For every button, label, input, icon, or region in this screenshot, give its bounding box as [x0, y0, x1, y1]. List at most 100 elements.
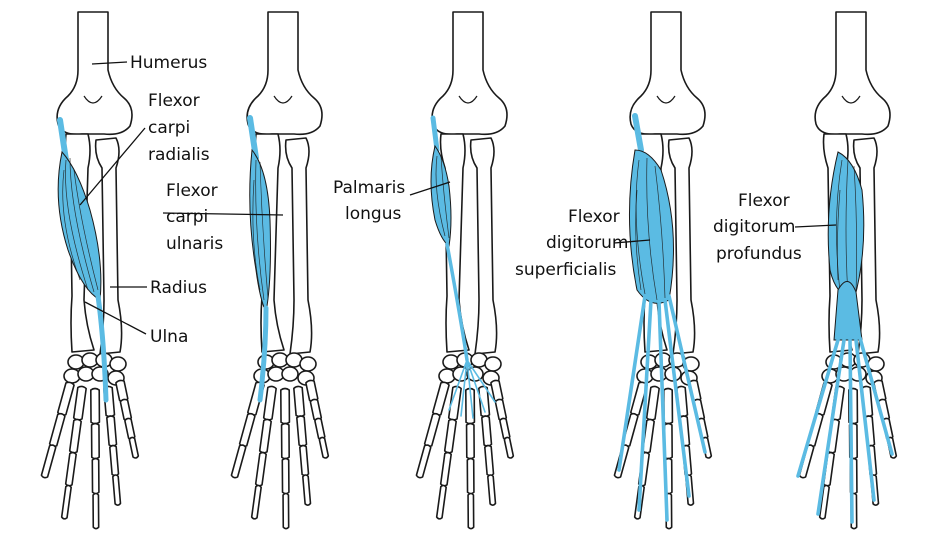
- phalanx-bone: [309, 398, 323, 421]
- hand-bones: [230, 379, 330, 530]
- label-group: Humerus Flexor carpi radialis Flexor car…: [79, 53, 837, 347]
- phalanx-bone: [466, 457, 475, 495]
- muscle-fcr: [57, 117, 109, 403]
- phalanx-bone: [57, 381, 75, 416]
- tendon: [466, 359, 486, 413]
- carpal-bone: [299, 356, 317, 372]
- label-fdp-line3: profundus: [716, 244, 802, 264]
- muscle-fiber: [853, 165, 858, 295]
- tendon: [657, 300, 669, 522]
- tendon: [617, 294, 647, 472]
- tendon: [637, 298, 653, 512]
- phalanx-bone: [299, 444, 310, 477]
- arm-panel-fds: [613, 11, 713, 530]
- tendon: [848, 338, 854, 524]
- phalanx-bone: [92, 492, 100, 530]
- phalanx-bone: [645, 385, 660, 421]
- humerus-condyle-line: [458, 95, 478, 104]
- tendon: [445, 242, 469, 362]
- leader-fdp: [794, 224, 837, 228]
- label-fcr-line3: radialis: [148, 145, 210, 165]
- label-fcu-line3: ulnaris: [166, 234, 223, 254]
- ulna-bone: [94, 137, 123, 355]
- carpal-bone: [484, 356, 502, 372]
- muscle-fiber: [654, 165, 666, 299]
- phalanx-bone: [314, 417, 326, 440]
- arm-panel-palmaris: [415, 11, 515, 530]
- phalanx-bone: [112, 474, 122, 506]
- phalanx-bone: [663, 387, 674, 425]
- humerus-bone: [629, 11, 706, 136]
- phalanx-bone: [90, 422, 100, 460]
- label-ulna: Ulna: [150, 327, 188, 347]
- tendon: [466, 359, 496, 403]
- humerus-condyle-line: [841, 95, 861, 104]
- phalanx-bone: [494, 398, 508, 421]
- phalanx-bone: [443, 418, 457, 454]
- humerus-condyle-line: [83, 95, 103, 104]
- phalanx-bone: [91, 457, 100, 495]
- tendon: [816, 338, 846, 516]
- tendon: [667, 294, 707, 454]
- phalanx-bone: [282, 492, 290, 530]
- label-radius: Radius: [150, 278, 207, 298]
- ulna-bone: [852, 137, 881, 355]
- humerus-bone: [56, 11, 133, 136]
- muscle-fiber: [635, 189, 642, 291]
- label-fcr-line2: carpi: [148, 118, 190, 138]
- tendon: [247, 115, 259, 161]
- phalanx-bone: [280, 387, 291, 425]
- phalanx-bone: [106, 415, 118, 447]
- arm-panel-fcu: [230, 11, 330, 530]
- label-fcu-line1: Flexor: [166, 181, 218, 201]
- muscle-fiber: [635, 159, 646, 295]
- humerus-condyle-line: [656, 95, 676, 104]
- ulna-bone: [284, 137, 313, 355]
- phalanx-bone: [499, 417, 511, 440]
- humerus-bone: [814, 11, 891, 136]
- phalanx-bone: [280, 422, 290, 460]
- phalanx-bone: [254, 451, 267, 487]
- phalanx-bone: [90, 387, 101, 425]
- phalanx-bone: [60, 484, 72, 520]
- muscle-fiber: [836, 189, 841, 281]
- phalanx-bone: [124, 417, 136, 440]
- tendon: [460, 359, 468, 417]
- label-fds-line1: Flexor: [568, 207, 620, 227]
- arm-panel-fcr: [40, 11, 140, 530]
- tendon: [448, 359, 468, 411]
- phalanx-bone: [432, 381, 450, 416]
- muscle-fcu: [247, 115, 271, 403]
- muscle-fdp: [796, 151, 894, 524]
- label-fcr-line1: Flexor: [148, 91, 200, 111]
- arm-panel-fdp: [796, 11, 898, 530]
- muscle-fiber: [252, 179, 261, 291]
- muscle-fiber: [65, 159, 89, 291]
- tendon: [57, 117, 69, 163]
- phalanx-bone: [119, 398, 133, 421]
- muscle-fiber: [836, 159, 843, 293]
- label-fds-line2: digitorum: [546, 233, 628, 253]
- tendon: [257, 305, 269, 403]
- leader-fcu: [162, 212, 284, 216]
- phalanx-bone: [281, 457, 290, 495]
- humerus-bone: [246, 11, 323, 136]
- phalanx-bone: [115, 379, 129, 402]
- phalanx-bone: [48, 412, 66, 448]
- leader-palmaris: [409, 181, 451, 196]
- muscle-fiber: [255, 159, 265, 301]
- phalanx-bone: [305, 379, 319, 402]
- leader-ulna: [84, 301, 147, 335]
- label-fdp-line1: Flexor: [738, 191, 790, 211]
- phalanx-bone: [262, 385, 277, 421]
- phalanx-bone: [415, 444, 432, 479]
- phalanx-bone: [484, 444, 495, 477]
- fdp-aponeurosis: [833, 281, 863, 341]
- phalanx-bone: [465, 422, 475, 460]
- phalanx-bone: [230, 444, 247, 479]
- leader-fds: [613, 239, 651, 244]
- hand-bones: [415, 379, 515, 530]
- muscle-palmaris: [430, 115, 496, 419]
- carpal-bone: [281, 366, 299, 382]
